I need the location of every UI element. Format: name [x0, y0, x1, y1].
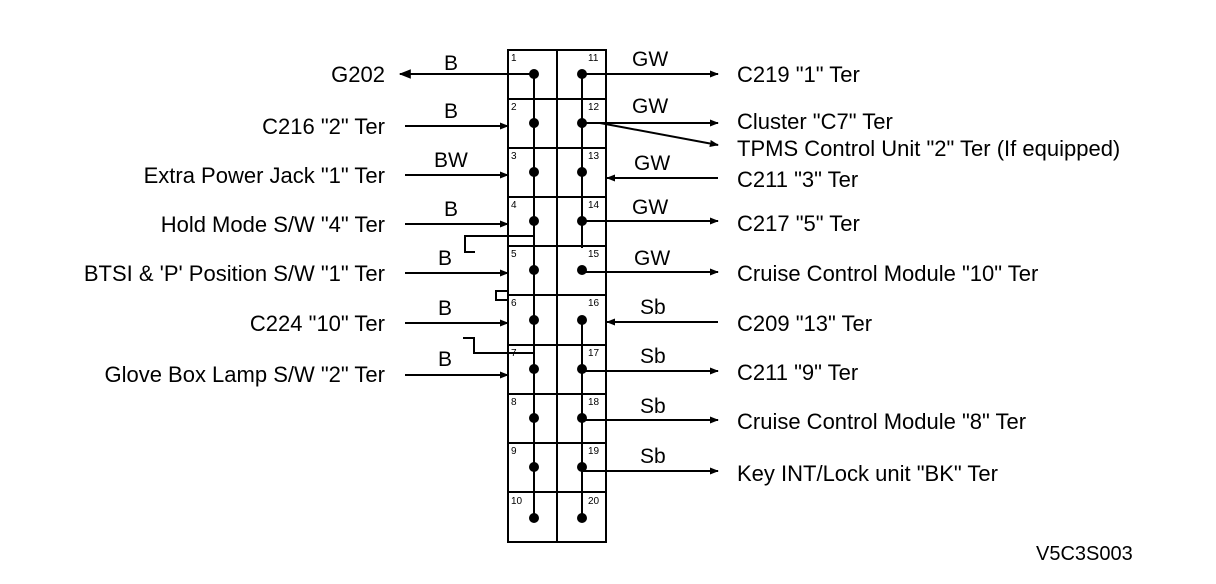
wire-color-code: B	[438, 297, 452, 320]
junction-dots	[529, 69, 587, 523]
pin-number: 15	[588, 249, 600, 260]
wire-color-code: GW	[632, 196, 668, 219]
left-label: Glove Box Lamp S/W "2" Ter	[104, 362, 385, 387]
wire-color-code: BW	[434, 149, 468, 172]
pin-numbers: 1 2 3 4 5 6 7 8 9 10 11 12 13 14 15 16 1…	[511, 53, 600, 507]
pin-number: 20	[588, 496, 600, 507]
pin-number: 11	[588, 53, 599, 64]
wire-color-code: Sb	[640, 296, 666, 319]
pin-number: 5	[511, 249, 517, 260]
pin-number: 17	[588, 348, 600, 359]
wire-color-code: GW	[634, 247, 670, 270]
wire-color-code: B	[444, 100, 458, 123]
figure-code: V5C3S003	[1036, 543, 1133, 565]
right-label: C219 "1" Ter	[737, 62, 860, 87]
left-label: C224 "10" Ter	[250, 311, 385, 336]
right-label: Key INT/Lock unit "BK" Ter	[737, 461, 998, 486]
pin-number: 2	[511, 102, 517, 113]
right-label: C211 "9" Ter	[737, 360, 858, 385]
pin-number: 18	[588, 397, 600, 408]
pin-number: 13	[588, 151, 600, 162]
connector-block	[507, 49, 607, 543]
wire-color-code: B	[444, 52, 458, 75]
wire-color-code: Sb	[640, 345, 666, 368]
pin-number: 6	[511, 298, 517, 309]
wire-color-code: B	[444, 198, 458, 221]
left-label: C216 "2" Ter	[262, 114, 385, 139]
pin-number: 16	[588, 298, 600, 309]
cell-stubs	[463, 235, 533, 354]
pin-number: 8	[511, 397, 517, 408]
right-label: Cruise Control Module "8" Ter	[737, 409, 1026, 434]
right-label: C211 "3" Ter	[737, 167, 858, 192]
right-label: C217 "5" Ter	[737, 211, 860, 236]
pin-number: 19	[588, 446, 600, 457]
wire-color-code: B	[438, 247, 452, 270]
right-label: C209 "13" Ter	[737, 311, 872, 336]
left-label: Extra Power Jack "1" Ter	[144, 163, 385, 188]
wire-color-code: B	[438, 348, 452, 371]
wire-color-code: Sb	[640, 445, 666, 468]
wire-color-code: Sb	[640, 395, 666, 418]
right-label: TPMS Control Unit "2" Ter (If equipped)	[737, 136, 1120, 161]
left-label: BTSI & 'P' Position S/W "1" Ter	[84, 261, 385, 286]
left-label: Hold Mode S/W "4" Ter	[161, 212, 385, 237]
pin-number: 14	[588, 200, 600, 211]
right-wires	[582, 70, 719, 475]
left-wire-codes: B B BW B B B B	[434, 52, 468, 371]
wire-color-code: GW	[634, 152, 670, 175]
wire-color-code: GW	[632, 48, 668, 71]
pin-number: 3	[511, 151, 517, 162]
left-label: G202	[331, 62, 385, 87]
wire-color-code: GW	[632, 95, 668, 118]
pin-number: 10	[511, 496, 523, 507]
pin-number: 1	[511, 53, 517, 64]
pin-number: 7	[511, 348, 517, 359]
right-wire-codes: GW GW GW GW GW Sb Sb Sb Sb	[632, 48, 670, 468]
right-label: Cruise Control Module "10" Ter	[737, 261, 1038, 286]
pin-number: 12	[588, 102, 600, 113]
right-labels: C219 "1" Ter Cluster "C7" Ter TPMS Contr…	[737, 62, 1120, 486]
left-wires	[398, 69, 534, 379]
right-label: Cluster "C7" Ter	[737, 109, 893, 134]
wire-tpms	[599, 122, 719, 148]
left-labels: G202 C216 "2" Ter Extra Power Jack "1" T…	[84, 62, 385, 387]
pin-number: 4	[511, 200, 517, 211]
pin-number: 9	[511, 446, 517, 457]
